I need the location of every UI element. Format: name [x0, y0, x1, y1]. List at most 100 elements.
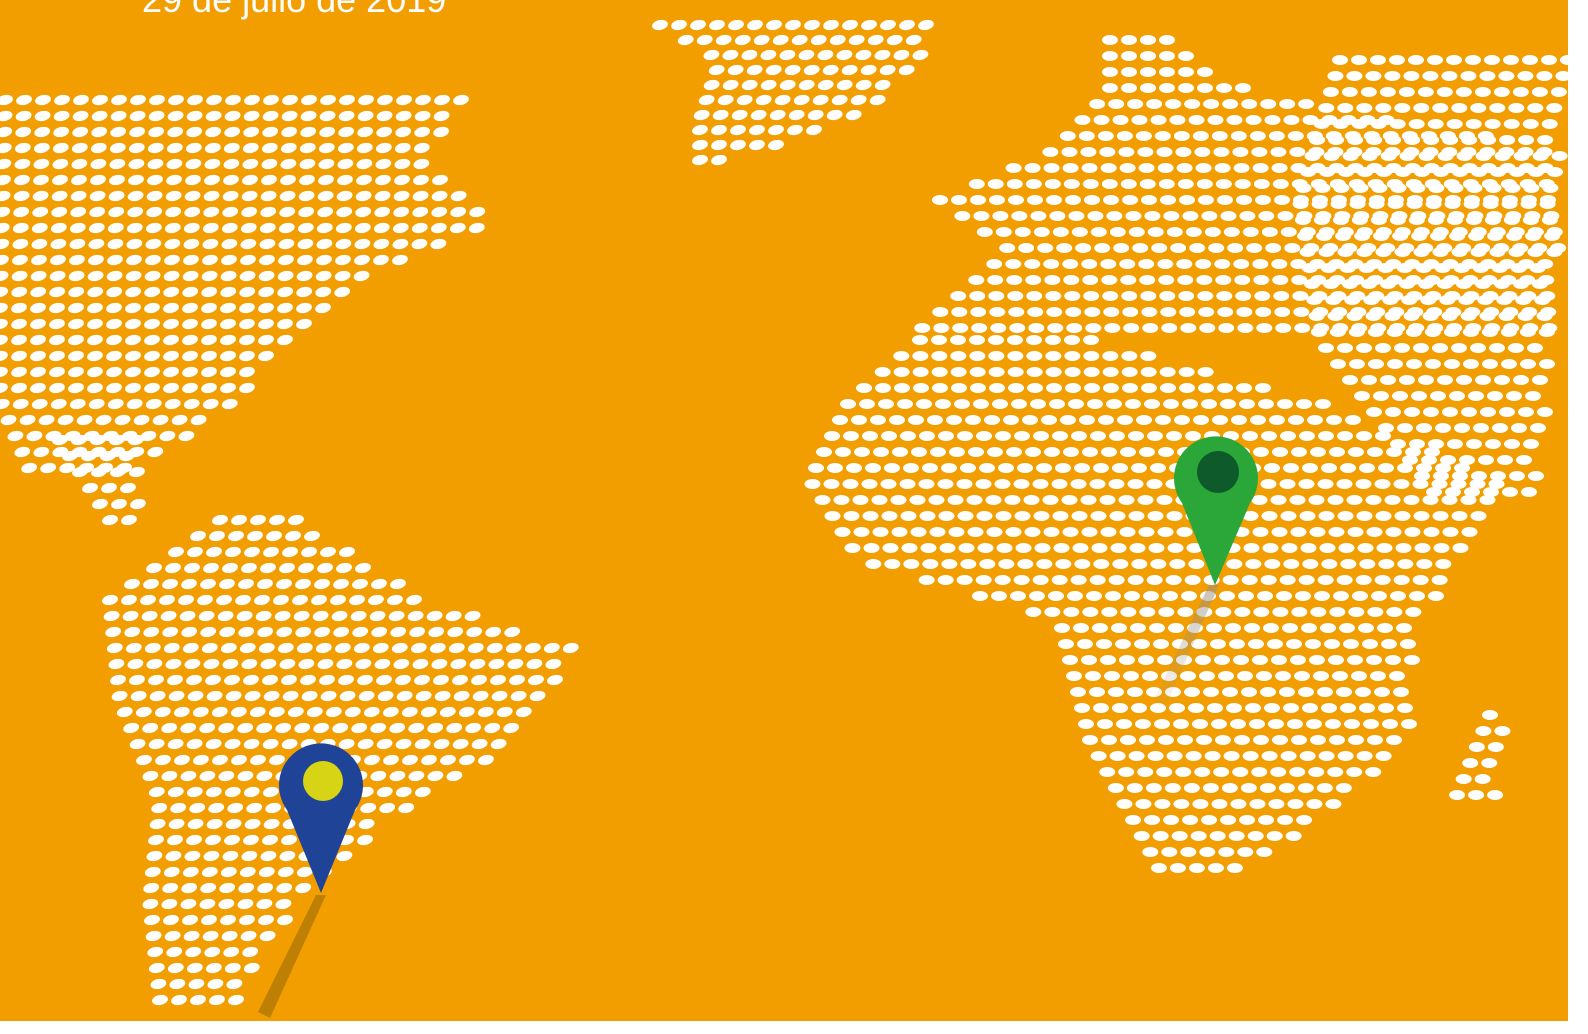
map-dot: [928, 495, 945, 505]
map-dot: [391, 642, 408, 654]
map-dot: [1248, 639, 1264, 649]
map-dot: [1065, 307, 1082, 317]
map-dot: [297, 254, 313, 266]
map-dot: [1520, 199, 1537, 209]
map-pin-icon[interactable]: [279, 743, 363, 893]
map-dot: [1222, 575, 1239, 585]
map-dot: [106, 286, 123, 298]
map-dot: [467, 642, 484, 654]
map-dot: [163, 642, 180, 654]
map-dot: [890, 495, 907, 505]
map-dot: [368, 594, 384, 606]
map-dot: [449, 222, 466, 234]
map-dot: [11, 318, 27, 330]
map-dot: [1093, 703, 1109, 713]
map-dot: [1484, 55, 1500, 65]
map-dot: [1003, 415, 1019, 425]
map-dot: [281, 126, 298, 138]
map-dot: [1386, 735, 1402, 745]
map-pin-icon[interactable]: [1174, 436, 1258, 585]
map-dot: [1501, 199, 1518, 209]
map-dot: [68, 382, 84, 394]
map-dot: [863, 543, 880, 553]
map-dot: [223, 174, 239, 186]
map-dot: [111, 94, 127, 106]
map-dot: [0, 286, 9, 298]
map-dot: [205, 674, 221, 686]
map-dot: [413, 174, 429, 186]
map-dot: [807, 109, 824, 121]
map-dot: [1062, 655, 1078, 665]
map-dot: [1192, 719, 1208, 729]
map-dot: [1161, 847, 1178, 857]
map-dot: [26, 430, 43, 442]
map-dot: [1049, 399, 1065, 409]
map-dot: [1197, 67, 1213, 77]
map-dot: [1454, 423, 1470, 433]
map-dot: [1393, 575, 1410, 585]
map-dot: [1017, 463, 1033, 473]
map-dot: [1503, 215, 1520, 225]
map-dot: [263, 546, 279, 558]
map-dot: [1071, 227, 1088, 237]
map-dot: [804, 19, 820, 31]
map-dot: [0, 238, 10, 250]
map-dot: [124, 578, 140, 590]
map-dot: [1252, 655, 1268, 665]
map-dot: [1452, 167, 1468, 177]
map-dot: [1129, 543, 1146, 553]
map-dot: [393, 190, 410, 202]
map-dot: [1422, 311, 1439, 321]
map-dot: [1302, 463, 1318, 473]
map-dot: [1146, 99, 1163, 109]
map-dot: [1135, 799, 1152, 809]
map-dot: [1006, 179, 1023, 189]
map-dot: [1301, 623, 1317, 633]
map-dot: [1328, 135, 1345, 145]
map-dot: [490, 738, 507, 750]
map-dot: [1032, 575, 1049, 585]
map-dot: [1120, 275, 1137, 285]
map-dot: [300, 126, 317, 138]
map-dot: [1475, 726, 1492, 736]
map-dot: [464, 610, 481, 622]
map-dot: [1008, 307, 1025, 317]
map-dot: [1064, 335, 1080, 345]
map-dot: [1074, 463, 1090, 473]
map-dot: [298, 206, 315, 218]
map-dot: [106, 318, 122, 330]
map-dot: [774, 94, 791, 106]
map-dot: [71, 142, 88, 154]
map-dot: [1447, 183, 1464, 193]
map-dot: [206, 94, 222, 106]
map-dot: [239, 366, 255, 378]
map-dot: [144, 270, 161, 282]
map-dot: [1345, 415, 1361, 425]
map-dot: [1106, 399, 1122, 409]
map-dot: [933, 323, 950, 333]
map-dot: [874, 49, 891, 61]
map-dot: [1241, 99, 1258, 109]
map-dot: [1399, 375, 1415, 385]
map-dot: [440, 754, 456, 766]
map-dot: [212, 754, 228, 766]
map-dot: [1394, 247, 1411, 257]
map-dot: [263, 94, 279, 106]
map-dot: [187, 94, 203, 106]
map-dot: [826, 109, 843, 121]
map-dot: [1044, 447, 1060, 457]
map-dot: [169, 978, 186, 990]
map-dot: [1158, 447, 1174, 457]
map-dot: [259, 930, 276, 942]
map-dot: [1456, 279, 1472, 289]
map-dot: [182, 350, 198, 362]
map-dot: [1085, 671, 1101, 681]
map-dot: [222, 190, 239, 202]
map-dot: [296, 302, 312, 314]
map-dot: [1182, 815, 1199, 825]
map-dot: [875, 383, 891, 393]
map-dot: [1201, 815, 1218, 825]
map-dot: [880, 19, 896, 31]
map-dot: [220, 382, 236, 394]
map-dot: [1347, 527, 1364, 537]
